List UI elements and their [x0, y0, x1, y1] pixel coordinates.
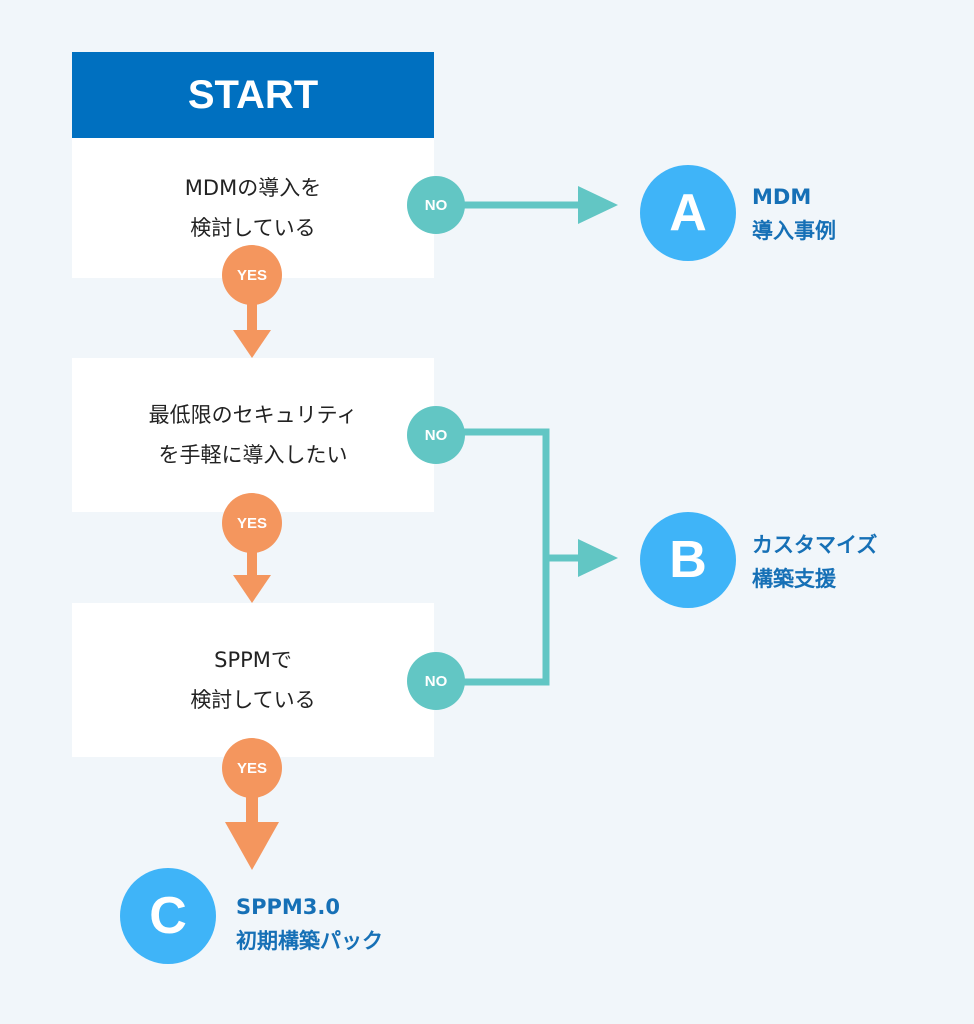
arrow-head-to-c: [225, 822, 279, 870]
arrow-head-to-b: [578, 539, 618, 577]
question-box-security: 最低限のセキュリティ を手軽に導入したい: [72, 358, 434, 512]
question-box-sppm: SPPMで 検討している: [72, 603, 434, 757]
no-badge-q3: NO: [407, 652, 465, 710]
arrow-head-to-q2: [233, 330, 271, 358]
start-header: START: [72, 52, 434, 138]
result-circle-a: A: [640, 165, 736, 261]
yes-badge-q3: YES: [222, 738, 282, 798]
result-circle-b: B: [640, 512, 736, 608]
no-badge-q1: NO: [407, 176, 465, 234]
no-line-q2: [450, 428, 550, 558]
arrow-head-to-a: [578, 186, 618, 224]
no-badge-q2: NO: [407, 406, 465, 464]
no-line-q3: [450, 558, 550, 686]
yes-badge-q2: YES: [222, 493, 282, 553]
result-label-b: カスタマイズ 構築支援: [752, 533, 878, 591]
result-label-a: MDM 導入事例: [752, 185, 836, 243]
yes-badge-q1: YES: [222, 245, 282, 305]
result-circle-c: C: [120, 868, 216, 964]
result-label-c: SPPM3.0 初期構築パック: [236, 895, 383, 953]
arrow-head-to-q3: [233, 575, 271, 603]
